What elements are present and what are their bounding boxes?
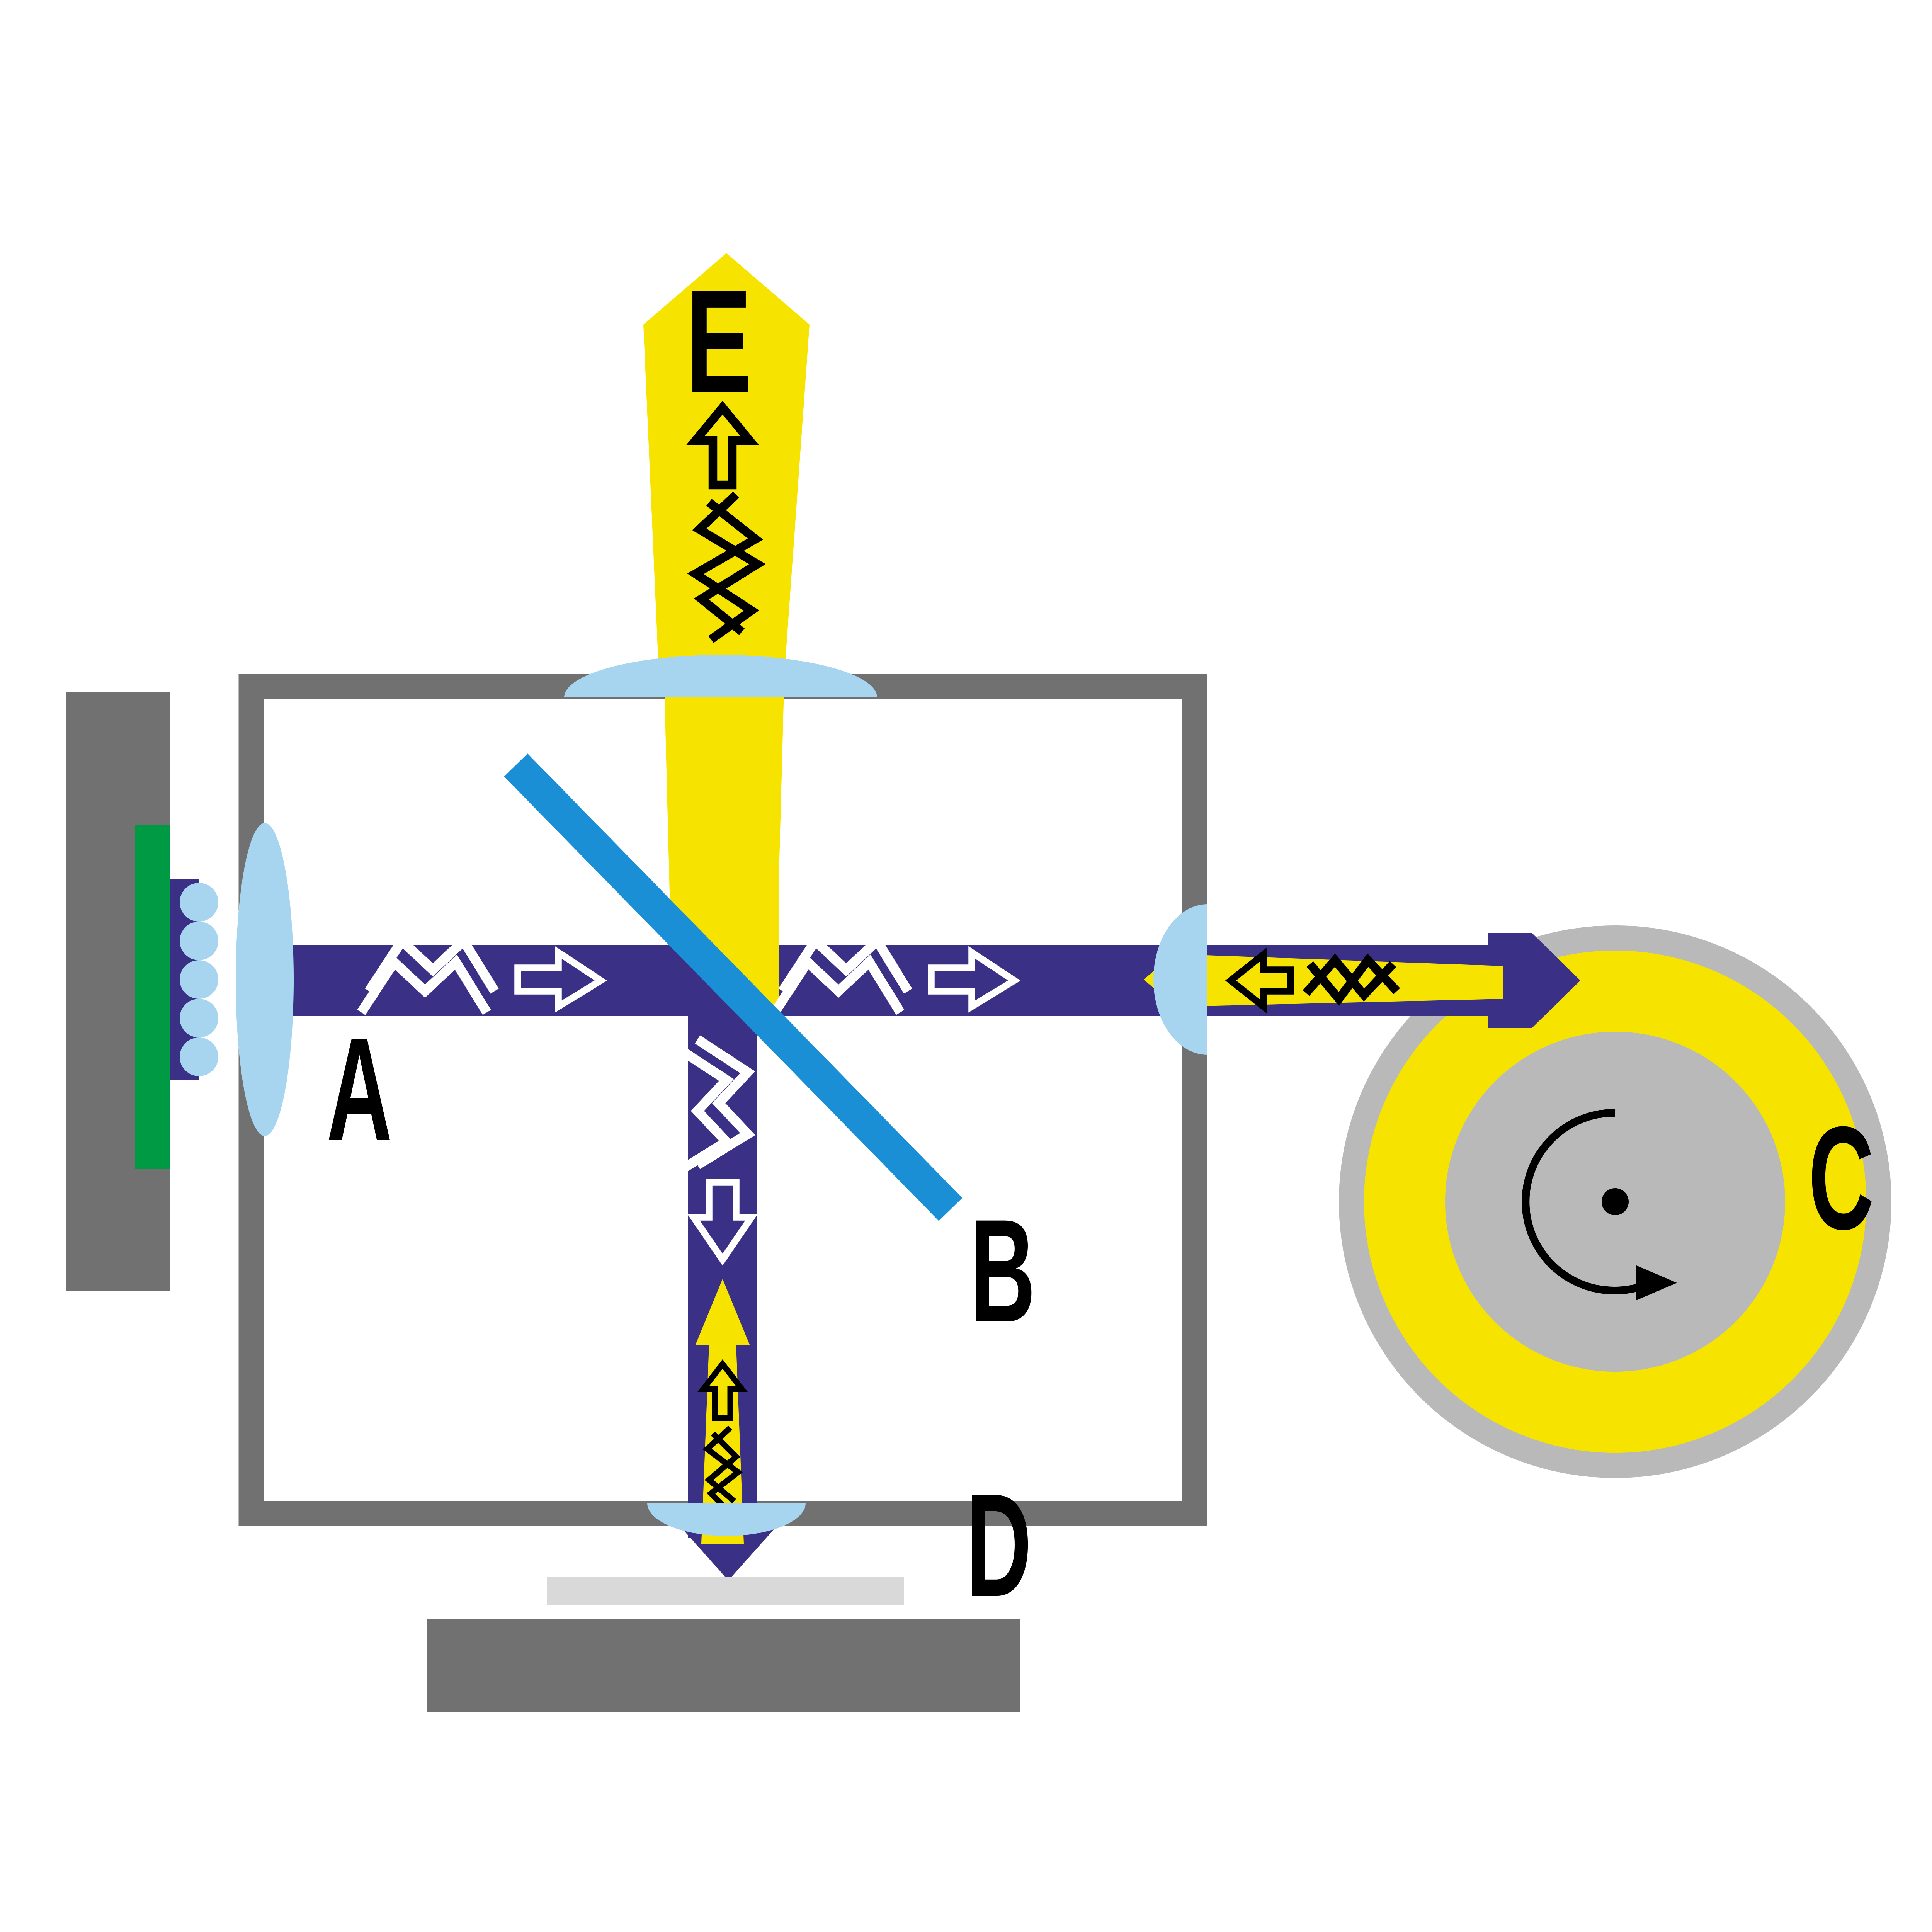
mini-wave-icon (702, 1425, 743, 1515)
led-dome-bump (180, 960, 218, 999)
label-d: D (966, 1463, 1032, 1627)
light-source-assembly (66, 692, 218, 1291)
detector-lens (1153, 904, 1208, 1055)
excitation-wave-left (357, 933, 607, 1015)
wave-icon (357, 954, 491, 1015)
mini-up-arrow-outline-icon (697, 1359, 748, 1421)
label-b: B (970, 1189, 1036, 1353)
led-board (135, 825, 170, 1169)
up-arrow-outline-icon (686, 401, 759, 490)
label-a: A (327, 1007, 392, 1171)
wave-icon (770, 954, 905, 1015)
right-arrow-outline-icon (514, 946, 607, 1013)
led-dome-bump (180, 922, 218, 960)
emission-beam-up (643, 253, 810, 1036)
left-arrow-outline-icon (1225, 947, 1294, 1014)
led-dome-bumps (180, 883, 218, 1076)
rotation-arc (1522, 1109, 1648, 1294)
excitation-beam-arrow-tip (1488, 933, 1580, 1028)
wavelength-squiggle-icon (692, 491, 766, 635)
wave-icon (778, 933, 912, 994)
rotation-arrowhead-icon (1636, 1265, 1677, 1300)
detector-drum (1339, 925, 1891, 1478)
led-dome-bump (180, 999, 218, 1037)
wavelength-squiggle-icon (687, 499, 763, 643)
collimator-lens (236, 823, 294, 1136)
label-c: C (1808, 1096, 1874, 1260)
wave-down-icon (673, 1043, 734, 1177)
led-dome-bump (180, 883, 218, 922)
lenses (236, 655, 1208, 1536)
drum-axle-dot (1602, 1188, 1629, 1215)
led-dome-bump (180, 1037, 218, 1076)
reflected-beam-glyphs (673, 1035, 758, 1266)
down-arrow-outline-icon (687, 1179, 758, 1266)
wave-icon (365, 933, 499, 994)
specimen-stage (427, 1619, 1020, 1712)
right-arrow-outline-icon (928, 946, 1021, 1013)
emission-beam-glyphs (686, 401, 766, 643)
label-e: E (686, 259, 752, 423)
emission-wave-icon (1306, 953, 1400, 1006)
emission-return-arrow (1144, 943, 1503, 1016)
objective-output (680, 1279, 777, 1580)
dichroic-mirror (504, 753, 963, 1221)
mini-wave-icon (704, 1431, 741, 1503)
excitation-wave-right (770, 933, 1021, 1015)
objective-lens (647, 1503, 806, 1536)
top-lens (564, 655, 877, 697)
specimen-slide (547, 1577, 904, 1605)
